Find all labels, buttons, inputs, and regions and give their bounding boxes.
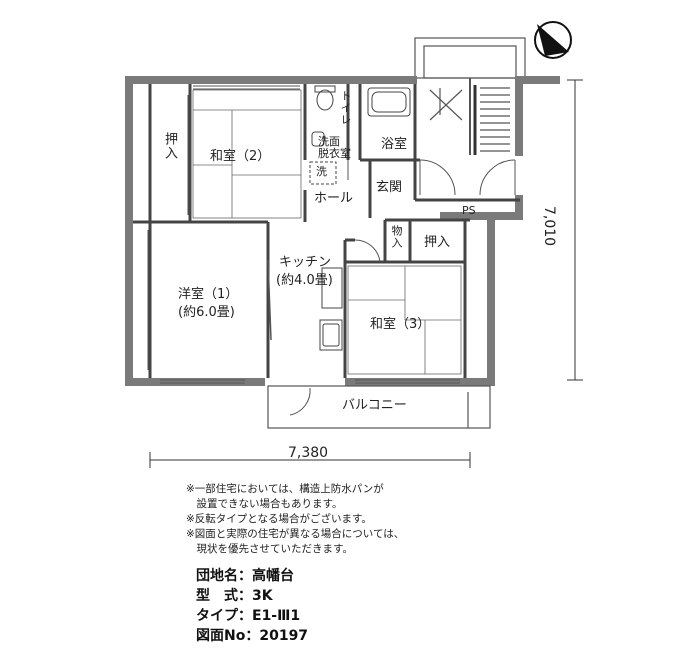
room-label-washitsu-2: 和室（2） (210, 149, 271, 164)
info-kata-label: 型 式： (196, 588, 252, 604)
note-line: ※反転タイプとなる場合がございます。 (186, 513, 372, 525)
info-zumen: 図面No：20197 (196, 626, 308, 646)
room-label-kitchen: キッチン (279, 255, 332, 270)
openings (147, 85, 460, 384)
note-line: 現状を優先させていただきます。 (186, 543, 353, 555)
interior-walls (133, 84, 520, 378)
room-label-washitsu-3: 和室（3） (370, 317, 431, 332)
room-label-youshitsu-1: 洋室（1） (178, 287, 239, 302)
door-swings (289, 159, 516, 416)
room-label-mono: 物入 (390, 225, 403, 249)
room-label-youshitsu-1-size: (約6.0畳) (178, 305, 235, 320)
info-type: タイプ：E1-Ⅲ1 (196, 606, 308, 626)
room-label-oshiire-left: 押入 (162, 132, 177, 160)
room-label-genkan: 玄関 (376, 180, 403, 195)
property-info: 団地名：高幡台 型 式：3K タイプ：E1-Ⅲ1 図面No：20197 (196, 566, 308, 646)
room-label-balcony: バルコニー (342, 398, 407, 413)
info-zumen-value: 20197 (259, 628, 309, 644)
info-zumen-label: 図面No： (196, 628, 260, 644)
washroom-label: 洗面 脱衣室 (318, 135, 351, 160)
balcony-outline (267, 385, 491, 429)
dimension-width: 7,380 (288, 445, 329, 461)
note-line: 設置できない場合もあります。 (186, 498, 343, 510)
info-kata: 型 式：3K (196, 586, 308, 606)
notes: ※一部住宅においては、構造上防水パンが 設置できない場合もあります。 ※反転タイ… (186, 482, 404, 557)
room-label-hall: ホール (314, 191, 354, 206)
room-label-ps: PS (462, 204, 476, 217)
room-label-bathroom: 浴室 (381, 137, 408, 152)
info-danchi-label: 団地名： (196, 568, 252, 584)
stairwell (414, 37, 526, 155)
compass-icon (534, 21, 572, 59)
note-line: ※図面と実際の住宅が異なる場合については、 (186, 528, 405, 540)
room-label-oshiire-right: 押入 (424, 235, 451, 250)
info-danchi: 団地名：高幡台 (196, 566, 308, 586)
note-line: ※一部住宅においては、構造上防水パンが (186, 483, 384, 495)
fixtures (309, 85, 411, 351)
info-danchi-value: 高幡台 (252, 568, 294, 584)
dimension-depth: 7,010 (541, 206, 557, 247)
tatami-lines (192, 89, 462, 375)
info-kata-value: 3K (252, 588, 273, 604)
room-label-sentaku: 洗 (316, 165, 327, 178)
dimension-lines (149, 79, 583, 468)
info-type-value: E1-Ⅲ1 (252, 608, 301, 624)
exterior-walls (125, 76, 560, 386)
info-type-label: タイプ： (196, 608, 252, 624)
room-label-toilet: トイレ (339, 90, 352, 126)
room-label-washroom: 洗面 脱衣室 (318, 136, 351, 160)
room-label-kitchen-size: (約4.0畳) (276, 273, 333, 288)
